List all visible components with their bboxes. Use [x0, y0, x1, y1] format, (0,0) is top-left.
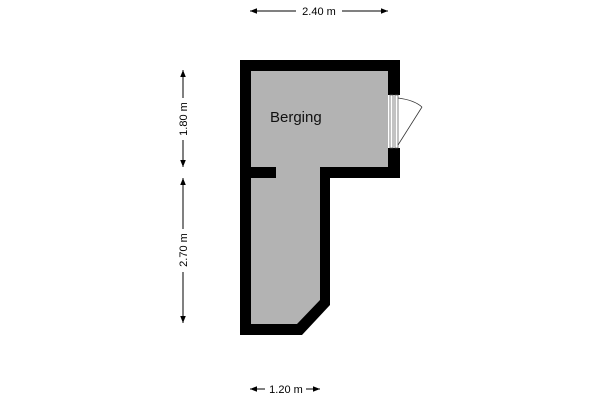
door[interactable]: [388, 94, 423, 149]
dimension-left-lower: 2.70 m: [178, 178, 190, 323]
svg-text:2.70 m: 2.70 m: [178, 233, 190, 267]
room-label: Berging: [270, 109, 322, 126]
svg-text:1.20 m: 1.20 m: [269, 384, 303, 396]
room-floor: [251, 71, 388, 324]
dimension-left-upper: 1.80 m: [178, 70, 190, 167]
svg-text:1.80 m: 1.80 m: [178, 102, 190, 136]
dimension-top: 2.40 m: [250, 6, 388, 18]
dimension-bottom: 1.20 m: [250, 384, 320, 396]
svg-text:2.40 m: 2.40 m: [302, 6, 336, 18]
stub-wall: [251, 167, 276, 178]
